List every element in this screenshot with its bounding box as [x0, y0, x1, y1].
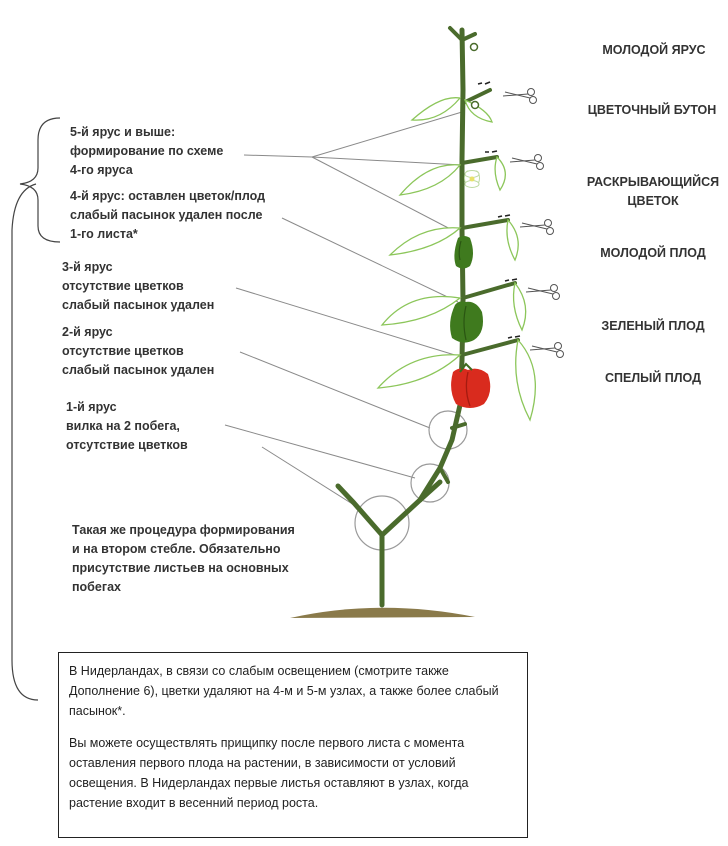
- tier5-label: 5-й ярус и выше: формирование по схеме 4…: [70, 125, 224, 177]
- green-fruit: [450, 301, 483, 343]
- tier4-label: 4-й ярус: оставлен цветок/плод слабый па…: [70, 189, 266, 241]
- tier2-label: 2-й ярус отсутствие цветков слабый пасын…: [62, 325, 215, 377]
- second-stem-label: Такая же процедура формирования и на вто…: [72, 523, 295, 594]
- left-bracket: [11, 117, 61, 701]
- scissors-icon: [502, 88, 564, 358]
- flower-buds: [469, 42, 480, 110]
- pointer-lines: [224, 111, 463, 511]
- note-paragraph-1: В Нидерландах, в связи со слабым освещен…: [69, 664, 499, 718]
- young-green-fruit: [454, 236, 473, 269]
- stage-label-green-fruit: ЗЕЛЕНЫЙ ПЛОД: [601, 319, 705, 333]
- node-circles: [354, 410, 468, 551]
- soil-mound: [290, 607, 475, 618]
- stage-label-ripe-fruit: СПЕЛЫЙ ПЛОД: [604, 371, 702, 385]
- note-paragraph-2: Вы можете осуществлять прищипку после пе…: [69, 736, 469, 810]
- stems: [335, 26, 520, 608]
- tier1-label: 1-й ярус вилка на 2 побега, отсутствие ц…: [66, 400, 188, 452]
- stage-label-young-fruit: МОЛОДОЙ ПЛОД: [600, 246, 706, 260]
- opening-flower: [464, 170, 480, 188]
- tier3-label: 3-й ярус отсутствие цветков слабый пасын…: [62, 260, 215, 312]
- ripe-red-fruit: [451, 362, 491, 408]
- cut-marks: [477, 81, 521, 339]
- note-box: В Нидерландах, в связи со слабым освещен…: [58, 652, 528, 838]
- leaves: [376, 97, 536, 422]
- stage-label-flower-bud: ЦВЕТОЧНЫЙ БУТОН: [587, 103, 717, 117]
- stage-label-young-tier: МОЛОДОЙ ЯРУС: [602, 43, 706, 57]
- stage-label-opening-flower: РАСКРЫВАЮЩИЙСЯ ЦВЕТОК: [586, 175, 720, 208]
